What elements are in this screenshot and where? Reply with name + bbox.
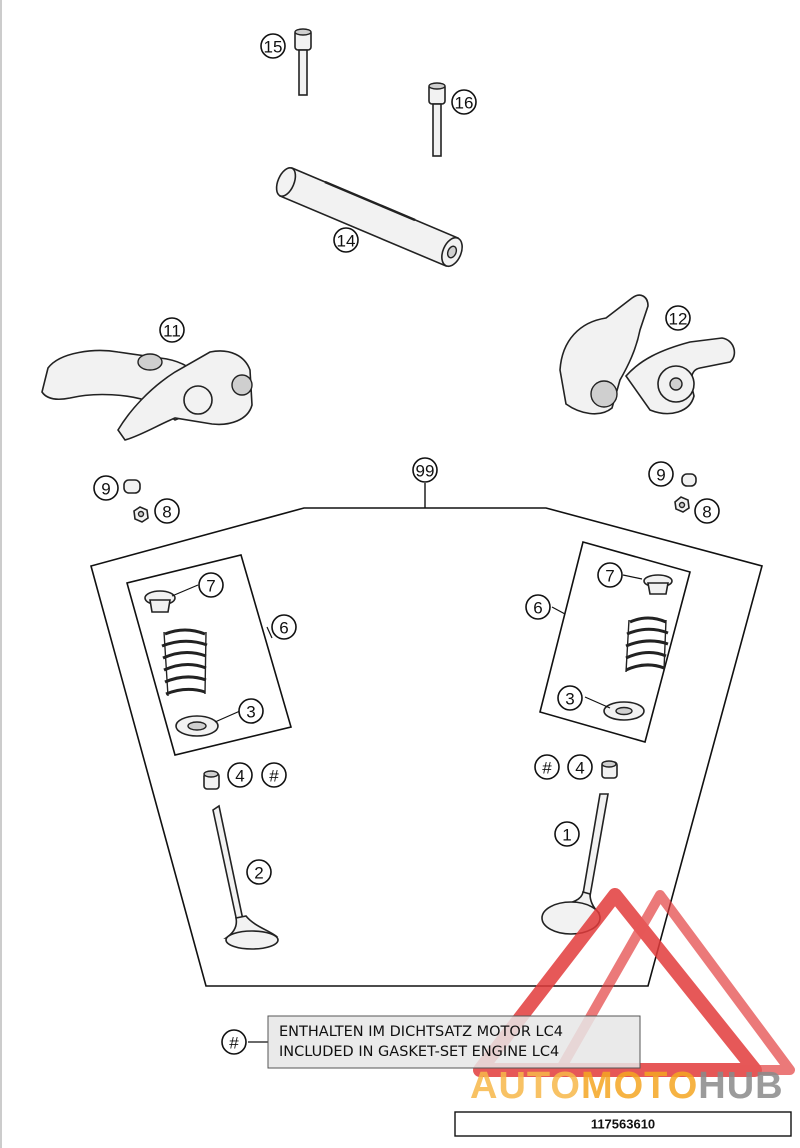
callout-8-left: 8 (154, 498, 180, 524)
svg-text:#: # (269, 767, 279, 786)
spring-seat-3-left (175, 715, 219, 737)
svg-text:3: 3 (246, 703, 255, 722)
callout-hash-right: # (534, 754, 560, 780)
group-6-right-box (539, 541, 691, 743)
valve-keeper-7-left (144, 590, 176, 613)
valve-2 (212, 804, 279, 950)
rocker-shaft-14 (275, 166, 463, 268)
svg-text:6: 6 (533, 599, 542, 618)
rocker-arm-11 (41, 349, 253, 441)
callout-3-left: 3 (238, 698, 264, 724)
callout-3-right: 3 (557, 685, 583, 711)
svg-text:7: 7 (605, 567, 614, 586)
document-number-box: 117563610 (454, 1111, 792, 1137)
callout-7-left: 7 (198, 572, 224, 598)
callout-hash-left: # (261, 762, 287, 788)
group-6-left-box (126, 554, 293, 756)
svg-text:9: 9 (656, 466, 665, 485)
valve-stem-seal-4-left (203, 770, 220, 790)
valve-spring-left (161, 628, 208, 697)
callout-9-right: 9 (648, 461, 674, 487)
svg-text:11: 11 (163, 322, 181, 341)
callout-12: 12 (665, 305, 691, 331)
nut-8-left (133, 506, 149, 523)
watermark-logo-triangles (473, 888, 795, 1077)
spring-seat-3-right (603, 701, 645, 721)
callout-4-left: 4 (227, 762, 253, 788)
svg-text:2: 2 (254, 864, 263, 883)
svg-text:14: 14 (337, 232, 356, 251)
callout-1: 1 (554, 821, 580, 847)
svg-text:12: 12 (669, 310, 688, 329)
callout-15: 15 (260, 33, 286, 59)
svg-text:#: # (542, 759, 552, 778)
svg-text:16: 16 (455, 94, 474, 113)
rocker-arm-12 (559, 294, 736, 415)
callout-8-right: 8 (694, 498, 720, 524)
svg-text:15: 15 (264, 38, 283, 57)
group-99-outline (90, 507, 763, 987)
callout-6-left: 6 (271, 614, 297, 640)
callout-14: 14 (333, 227, 359, 253)
svg-text:8: 8 (162, 503, 171, 522)
callout-11: 11 (159, 317, 185, 343)
note-box: ENTHALTEN IM DICHTSATZ MOTOR LC4 INCLUDE… (267, 1015, 641, 1069)
note-hash-symbol: # (221, 1029, 247, 1055)
svg-text:6: 6 (279, 619, 288, 638)
callout-6-right: 6 (525, 594, 551, 620)
svg-text:99: 99 (416, 462, 435, 481)
callout-2: 2 (246, 859, 272, 885)
valve-spring-right (625, 616, 669, 673)
svg-text:7: 7 (206, 577, 215, 596)
callout-99: 99 (412, 457, 438, 483)
svg-text:8: 8 (702, 503, 711, 522)
svg-text:3: 3 (565, 690, 574, 709)
watermark-text: AUTOMOTOHUB (470, 1065, 784, 1107)
note-line-1: ENTHALTEN IM DICHTSATZ MOTOR LC4 (279, 1024, 563, 1040)
svg-text:4: 4 (235, 767, 244, 786)
valve-cap-9-right (681, 473, 697, 487)
callout-9-left: 9 (93, 475, 119, 501)
leader-lines (171, 574, 643, 1043)
nut-8-right (674, 496, 690, 513)
valve-1 (541, 793, 609, 935)
note-line-2: INCLUDED IN GASKET-SET ENGINE LC4 (279, 1044, 559, 1060)
svg-text:117563610: 117563610 (591, 1117, 655, 1132)
callout-7-right: 7 (597, 562, 623, 588)
callout-16: 16 (451, 89, 477, 115)
bolt-15 (294, 28, 312, 96)
svg-text:1: 1 (562, 826, 571, 845)
valve-keeper-7-right (643, 574, 673, 595)
valve-stem-seal-4-right (601, 760, 618, 779)
callout-4-right: 4 (567, 754, 593, 780)
valve-cap-9-left (123, 479, 141, 494)
svg-text:#: # (229, 1034, 239, 1053)
svg-text:9: 9 (101, 480, 110, 499)
svg-text:4: 4 (575, 759, 584, 778)
bolt-16 (428, 82, 446, 157)
